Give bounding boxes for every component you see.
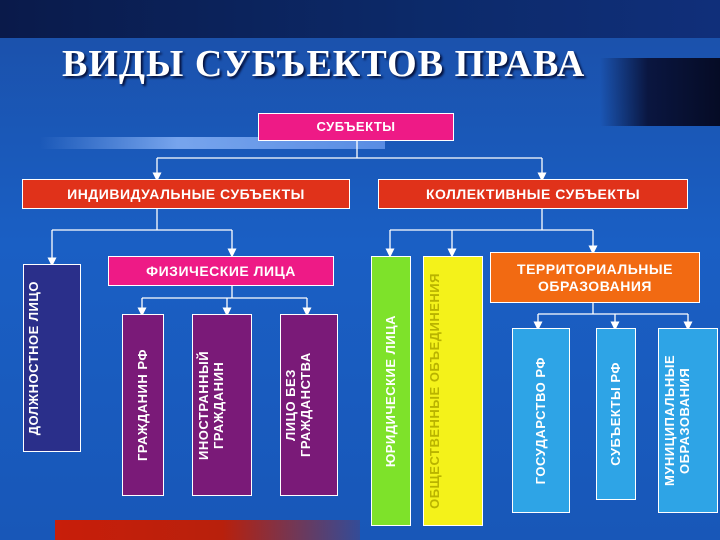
state-rf-box: ГОСУДАРСТВО РФ: [512, 328, 570, 513]
official-label: ДОЛЖНОСТНОЕ ЛИЦО: [26, 280, 41, 436]
physical-persons-box: ФИЗИЧЕСКИЕ ЛИЦА: [108, 256, 334, 286]
municipal-formations-label: МУНИЦИПАЛЬНЫЕ ОБРАЗОВАНИЯ: [662, 354, 692, 487]
slide-title: ВИДЫ СУБЪЕКТОВ ПРАВА: [62, 43, 586, 85]
state-rf-label: ГОСУДАРСТВО РФ: [532, 356, 548, 485]
stateless-person-box: ЛИЦО БЕЗ ГРАЖДАНСТВА: [280, 314, 338, 496]
territorial-formations-label: ТЕРРИТОРИАЛЬНЫЕ ОБРАЗОВАНИЯ: [517, 261, 673, 294]
right-decor-band: [600, 58, 720, 126]
individual-subjects-label: ИНДИВИДУАЛЬНЫЕ СУБЪЕКТЫ: [67, 185, 305, 202]
foreign-citizen-box: ИНОСТРАННЫЙ ГРАЖДАНИН: [192, 314, 252, 496]
public-associations-label: ОБЩЕСТВЕННЫЕ ОБЪЕДИНЕНИЯ: [427, 273, 442, 509]
stateless-person-label: ЛИЦО БЕЗ ГРАЖДАНСТВА: [283, 352, 313, 458]
top-decor-bar: [0, 0, 720, 38]
foreign-citizen-label: ИНОСТРАННЫЙ ГРАЖДАНИН: [196, 350, 226, 460]
physical-persons-label: ФИЗИЧЕСКИЕ ЛИЦА: [146, 262, 296, 279]
legal-entities-label: ЮРИДИЧЕСКИЕ ЛИЦА: [382, 314, 398, 468]
subjects-rf-box: СУБЪЕКТЫ РФ: [596, 328, 636, 500]
public-associations-box: ОБЩЕСТВЕННЫЕ ОБЪЕДИНЕНИЯ: [423, 256, 483, 526]
legal-entities-box: ЮРИДИЧЕСКИЕ ЛИЦА: [371, 256, 411, 526]
bottom-decor-bar: [55, 520, 360, 540]
citizen-rf-label: ГРАЖДАНИН РФ: [134, 348, 150, 461]
official-box: ДОЛЖНОСТНОЕ ЛИЦО: [23, 264, 81, 452]
root-subjects-label: СУБЪЕКТЫ: [316, 118, 396, 134]
citizen-rf-box: ГРАЖДАНИН РФ: [122, 314, 164, 496]
subjects-rf-label: СУБЪЕКТЫ РФ: [607, 362, 623, 466]
municipal-formations-box: МУНИЦИПАЛЬНЫЕ ОБРАЗОВАНИЯ: [658, 328, 718, 513]
territorial-formations-box: ТЕРРИТОРИАЛЬНЫЕ ОБРАЗОВАНИЯ: [490, 252, 700, 303]
root-subjects-box: СУБЪЕКТЫ: [258, 113, 454, 141]
collective-subjects-box: КОЛЛЕКТИВНЫЕ СУБЪЕКТЫ: [378, 179, 688, 209]
collective-subjects-label: КОЛЛЕКТИВНЫЕ СУБЪЕКТЫ: [425, 185, 641, 202]
individual-subjects-box: ИНДИВИДУАЛЬНЫЕ СУБЪЕКТЫ: [22, 179, 350, 209]
